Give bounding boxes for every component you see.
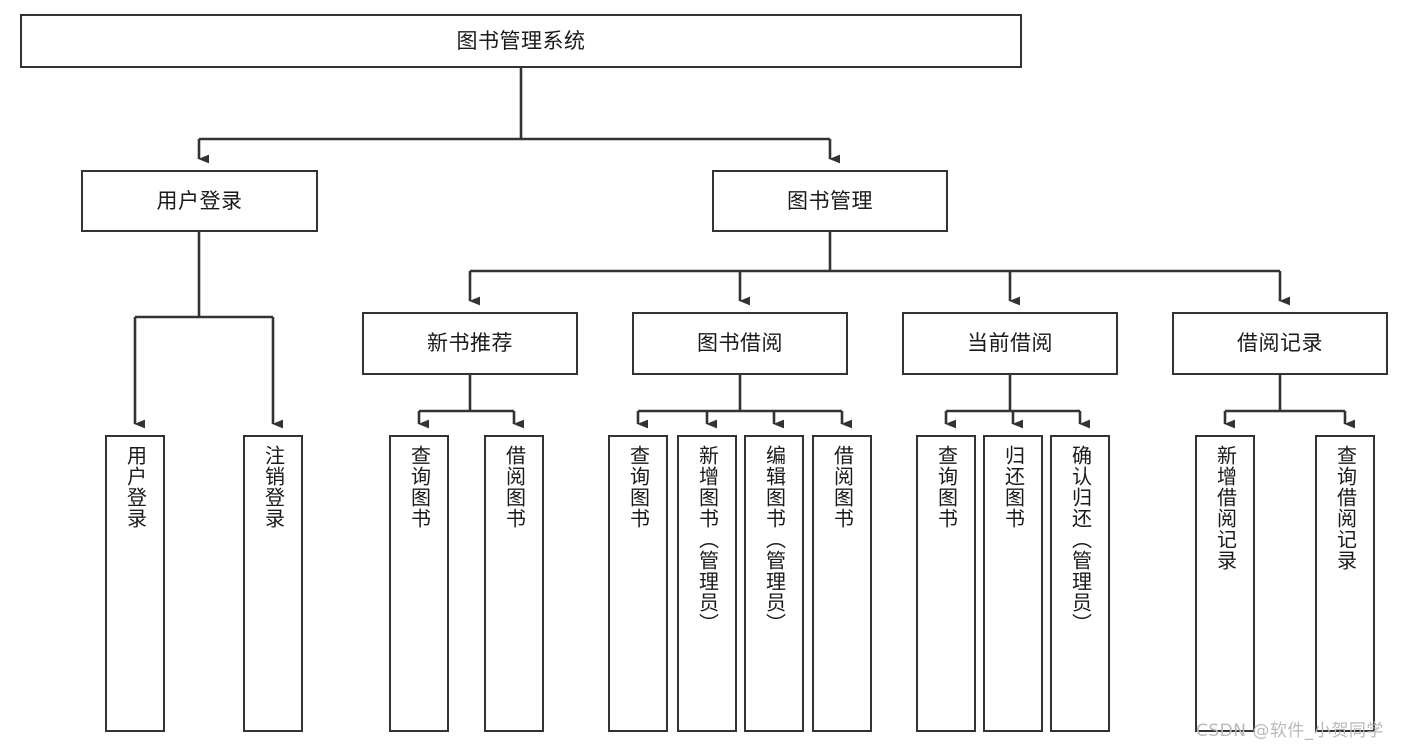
node-leaf-edit-book-label: 编辑图书（管理员） — [762, 445, 787, 634]
node-borrow-record[interactable]: 借阅记录 — [1172, 312, 1388, 375]
node-leaf-user-login-label: 用户登录 — [123, 445, 148, 529]
node-user-login[interactable]: 用户登录 — [81, 170, 318, 232]
node-leaf-query-record[interactable]: 查询借阅记录 — [1315, 435, 1375, 732]
node-leaf-edit-book[interactable]: 编辑图书（管理员） — [744, 435, 804, 732]
node-current-borrow-label: 当前借阅 — [967, 331, 1053, 356]
node-leaf-user-logout[interactable]: 注销登录 — [243, 435, 303, 732]
node-leaf-return-book-label: 归还图书 — [1001, 445, 1026, 529]
node-book-borrow-label: 图书借阅 — [697, 331, 783, 356]
node-new-book-recommend-label: 新书推荐 — [427, 331, 513, 356]
node-leaf-query-book-2-label: 查询图书 — [626, 445, 651, 529]
node-leaf-query-book-1[interactable]: 查询图书 — [389, 435, 449, 732]
node-book-manage-label: 图书管理 — [787, 188, 873, 213]
node-leaf-borrow-book-2-label: 借阅图书 — [830, 445, 855, 529]
node-new-book-recommend[interactable]: 新书推荐 — [362, 312, 578, 375]
node-leaf-add-record[interactable]: 新增借阅记录 — [1195, 435, 1255, 732]
node-leaf-borrow-book-1[interactable]: 借阅图书 — [484, 435, 544, 732]
node-current-borrow[interactable]: 当前借阅 — [902, 312, 1118, 375]
node-borrow-record-label: 借阅记录 — [1237, 331, 1323, 356]
node-leaf-add-record-label: 新增借阅记录 — [1213, 445, 1238, 571]
node-root-label: 图书管理系统 — [456, 28, 586, 53]
node-leaf-confirm-return[interactable]: 确认归还（管理员） — [1050, 435, 1110, 732]
node-leaf-query-book-1-label: 查询图书 — [407, 445, 432, 529]
node-leaf-query-book-3-label: 查询图书 — [934, 445, 959, 529]
node-leaf-confirm-return-label: 确认归还（管理员） — [1068, 445, 1093, 634]
node-leaf-user-login[interactable]: 用户登录 — [105, 435, 165, 732]
node-leaf-query-book-2[interactable]: 查询图书 — [608, 435, 668, 732]
node-leaf-add-book-label: 新增图书（管理员） — [695, 445, 720, 634]
node-root-system[interactable]: 图书管理系统 — [20, 14, 1022, 68]
csdn-watermark: CSDN @软件_小贺同学 — [1196, 721, 1384, 741]
node-leaf-add-book[interactable]: 新增图书（管理员） — [677, 435, 737, 732]
node-book-borrow[interactable]: 图书借阅 — [632, 312, 848, 375]
node-leaf-borrow-book-2[interactable]: 借阅图书 — [812, 435, 872, 732]
node-leaf-query-record-label: 查询借阅记录 — [1333, 445, 1358, 571]
node-leaf-borrow-book-1-label: 借阅图书 — [502, 445, 527, 529]
node-user-login-label: 用户登录 — [156, 188, 243, 213]
node-leaf-user-logout-label: 注销登录 — [261, 445, 286, 529]
node-book-manage[interactable]: 图书管理 — [712, 170, 948, 232]
node-leaf-query-book-3[interactable]: 查询图书 — [916, 435, 976, 732]
node-leaf-return-book[interactable]: 归还图书 — [983, 435, 1043, 732]
